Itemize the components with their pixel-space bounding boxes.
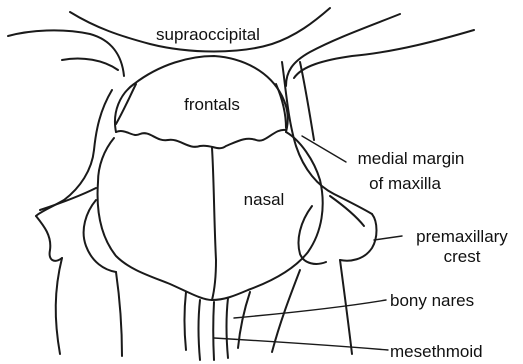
mesethmoid-leader	[214, 338, 388, 350]
nasal-label: nasal	[244, 190, 285, 209]
medial-margin-leader	[302, 136, 346, 162]
premaxillary-crest-label-line2: crest	[444, 247, 481, 266]
mesethmoid-label: mesethmoid	[390, 342, 483, 361]
supraoccipital-outline	[8, 8, 474, 86]
premaxillary-crest-label-line1: premaxillary	[416, 227, 508, 246]
supraoccipital-label: supraoccipital	[156, 25, 260, 44]
right-maxilla-outline	[272, 62, 377, 354]
nasal-outline	[98, 132, 323, 300]
left-maxilla-outline	[36, 90, 122, 356]
mesethmoid-outline	[185, 292, 251, 360]
medial-margin-label-line1: medial margin	[358, 149, 465, 168]
bony-nares-label: bony nares	[390, 291, 474, 310]
medial-margin-label-line2: of maxilla	[369, 174, 441, 193]
premaxillary-crest-leader	[374, 236, 402, 240]
bony-nares-leader	[234, 300, 386, 318]
frontals-label: frontals	[184, 95, 240, 114]
